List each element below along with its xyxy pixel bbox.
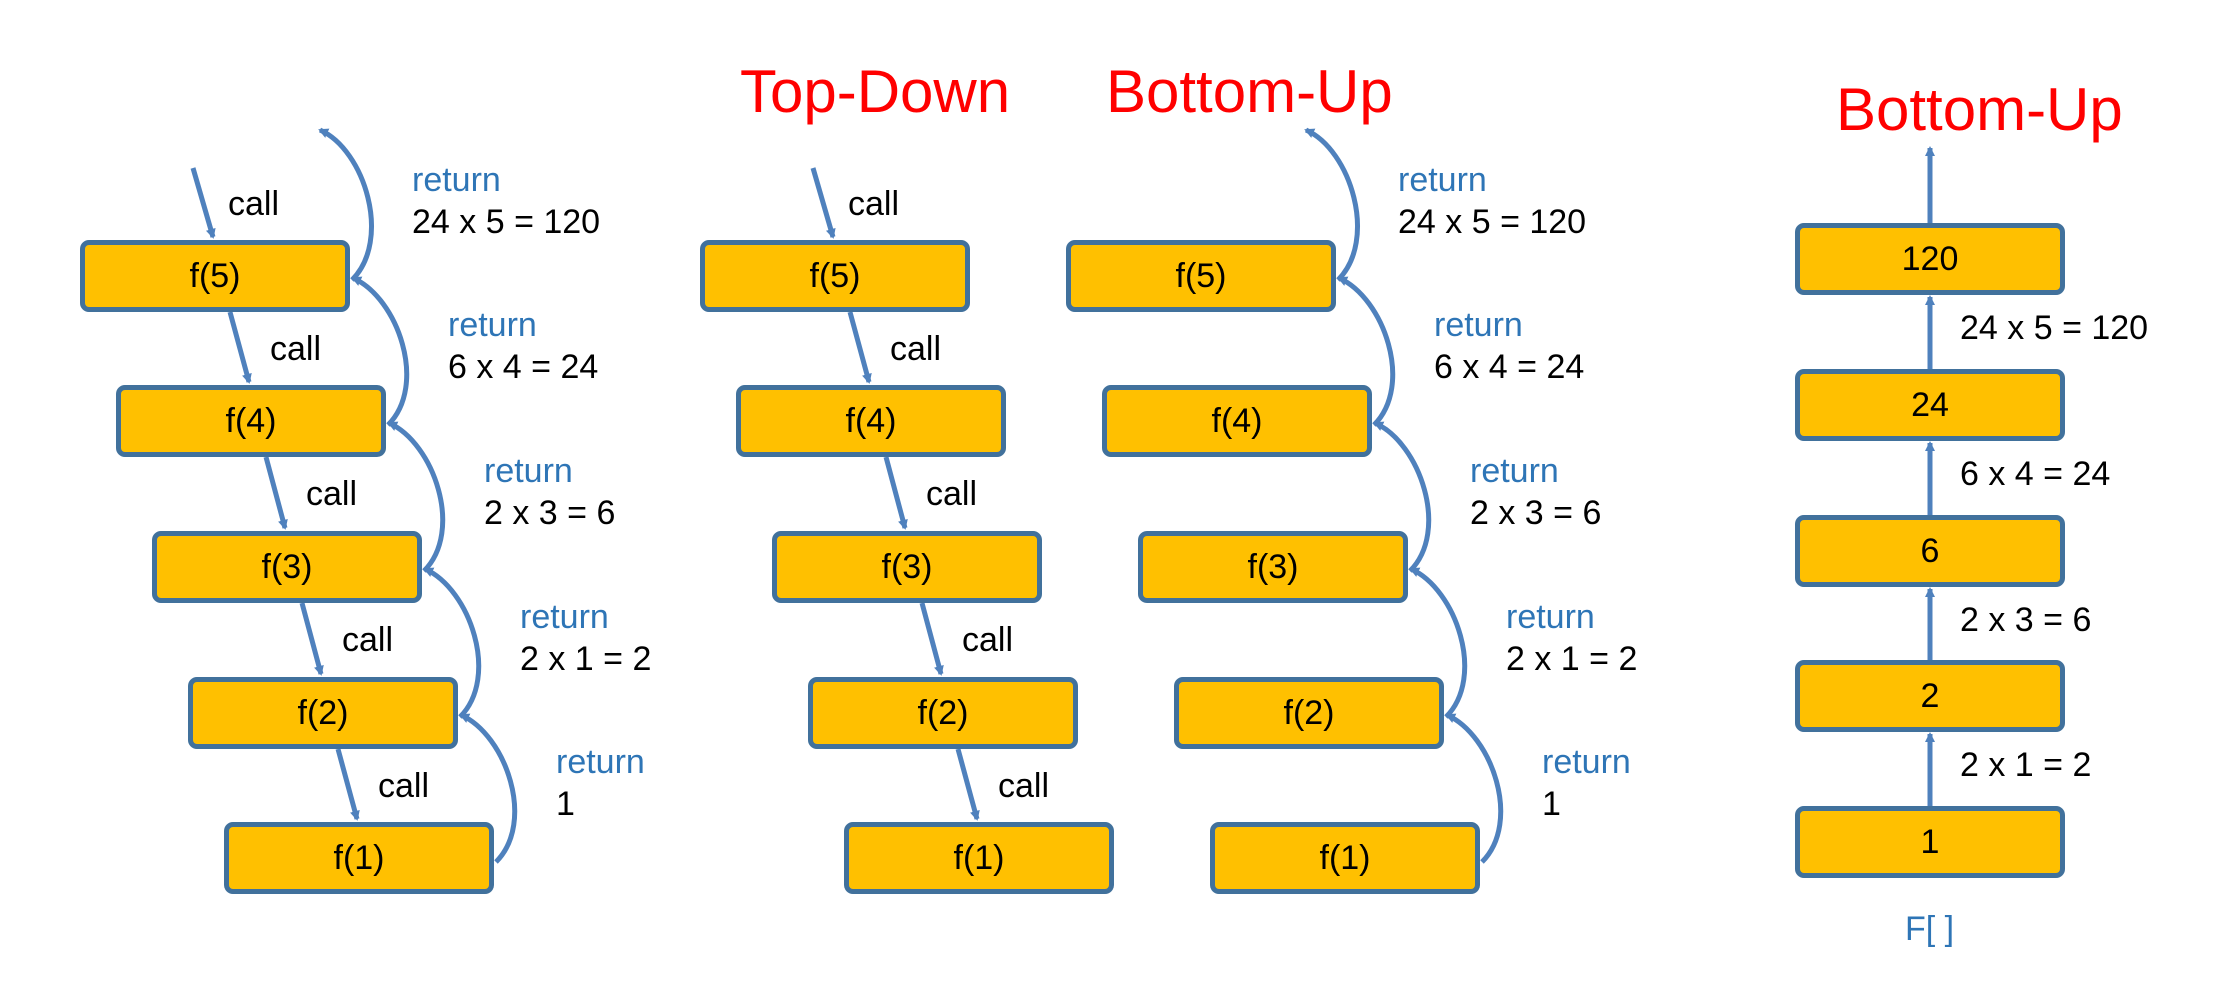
bottom-return-arrow xyxy=(1337,275,1396,427)
bottom-return-label: return xyxy=(1434,306,1523,344)
full-call-arrow xyxy=(299,602,324,676)
title-bottom-up-array: Bottom-Up xyxy=(1836,76,2123,143)
full-call-arrow xyxy=(263,456,288,530)
array-step-label: 6 x 4 = 24 xyxy=(1960,455,2111,493)
full-call-label: call xyxy=(270,330,322,368)
topdown-call-label: call xyxy=(998,767,1050,805)
array-cell: 24 xyxy=(1795,369,2065,441)
topdown-node: f(3) xyxy=(772,531,1042,603)
full-call-arrow xyxy=(335,748,360,821)
full-return-arrow xyxy=(459,712,518,864)
array-cell: 6 xyxy=(1795,515,2065,587)
topdown-call-label: call xyxy=(962,621,1014,659)
full-call-arrow xyxy=(227,311,252,384)
full-return-label: return xyxy=(556,743,645,781)
bottom-return-arrow xyxy=(1409,566,1468,719)
bottom-return-value: 1 xyxy=(1542,785,1561,823)
topdown-call-arrow xyxy=(919,602,944,676)
full-node: f(3) xyxy=(152,531,422,603)
bottom-node: f(3) xyxy=(1138,531,1408,603)
title-top-down: Top-Down xyxy=(740,58,1011,125)
topdown-call-label: call xyxy=(848,185,900,223)
bottom-return-arrow xyxy=(1445,712,1504,864)
topdown-node: f(4) xyxy=(736,385,1006,457)
bottom-return-arrow xyxy=(1304,127,1360,282)
topdown-call-label: call xyxy=(890,330,942,368)
topdown-call-label: call xyxy=(926,475,978,513)
bottom-return-value: 24 x 5 = 120 xyxy=(1398,203,1587,241)
full-return-arrow xyxy=(351,275,410,427)
bottom-node: f(1) xyxy=(1210,822,1480,894)
topdown-call-arrow xyxy=(810,167,836,239)
full-return-value: 6 x 4 = 24 xyxy=(448,348,599,386)
full-call-label: call xyxy=(228,185,280,223)
bottom-return-label: return xyxy=(1398,161,1487,199)
array-cell: 120 xyxy=(1795,223,2065,295)
full-call-label: call xyxy=(378,767,430,805)
full-call-arrow xyxy=(190,167,216,239)
full-return-arrow xyxy=(387,420,446,573)
full-call-label: call xyxy=(306,475,358,513)
array-cell: 1 xyxy=(1795,806,2065,878)
array-step-label: 2 x 1 = 2 xyxy=(1960,746,2092,784)
full-return-label: return xyxy=(448,306,537,344)
full-return-arrow xyxy=(423,566,482,719)
full-return-value: 24 x 5 = 120 xyxy=(412,203,601,241)
topdown-node: f(1) xyxy=(844,822,1114,894)
bottom-return-value: 6 x 4 = 24 xyxy=(1434,348,1585,386)
topdown-node: f(2) xyxy=(808,677,1078,749)
full-call-label: call xyxy=(342,621,394,659)
bottom-return-value: 2 x 1 = 2 xyxy=(1506,640,1638,678)
bottom-return-label: return xyxy=(1542,743,1631,781)
bottom-return-arrow xyxy=(1373,420,1432,573)
full-node: f(1) xyxy=(224,822,494,894)
bottom-node: f(5) xyxy=(1066,240,1336,312)
full-node: f(5) xyxy=(80,240,350,312)
full-return-value: 1 xyxy=(556,785,575,823)
full-node: f(4) xyxy=(116,385,386,457)
full-return-value: 2 x 1 = 2 xyxy=(520,640,652,678)
full-node: f(2) xyxy=(188,677,458,749)
bottom-node: f(4) xyxy=(1102,385,1372,457)
bottom-return-label: return xyxy=(1506,598,1595,636)
array-caption: F[ ] xyxy=(1905,910,1955,948)
topdown-call-arrow xyxy=(847,311,872,384)
full-return-label: return xyxy=(484,452,573,490)
topdown-node: f(5) xyxy=(700,240,970,312)
bottom-return-value: 2 x 3 = 6 xyxy=(1470,494,1602,532)
full-return-arrow xyxy=(318,127,374,282)
title-bottom-up: Bottom-Up xyxy=(1106,58,1393,125)
bottom-return-label: return xyxy=(1470,452,1559,490)
array-cell: 2 xyxy=(1795,660,2065,732)
topdown-call-arrow xyxy=(883,456,908,530)
bottom-node: f(2) xyxy=(1174,677,1444,749)
array-step-label: 24 x 5 = 120 xyxy=(1960,309,2149,347)
array-step-label: 2 x 3 = 6 xyxy=(1960,601,2092,639)
topdown-call-arrow xyxy=(955,748,980,821)
full-return-value: 2 x 3 = 6 xyxy=(484,494,616,532)
full-return-label: return xyxy=(520,598,609,636)
full-return-label: return xyxy=(412,161,501,199)
